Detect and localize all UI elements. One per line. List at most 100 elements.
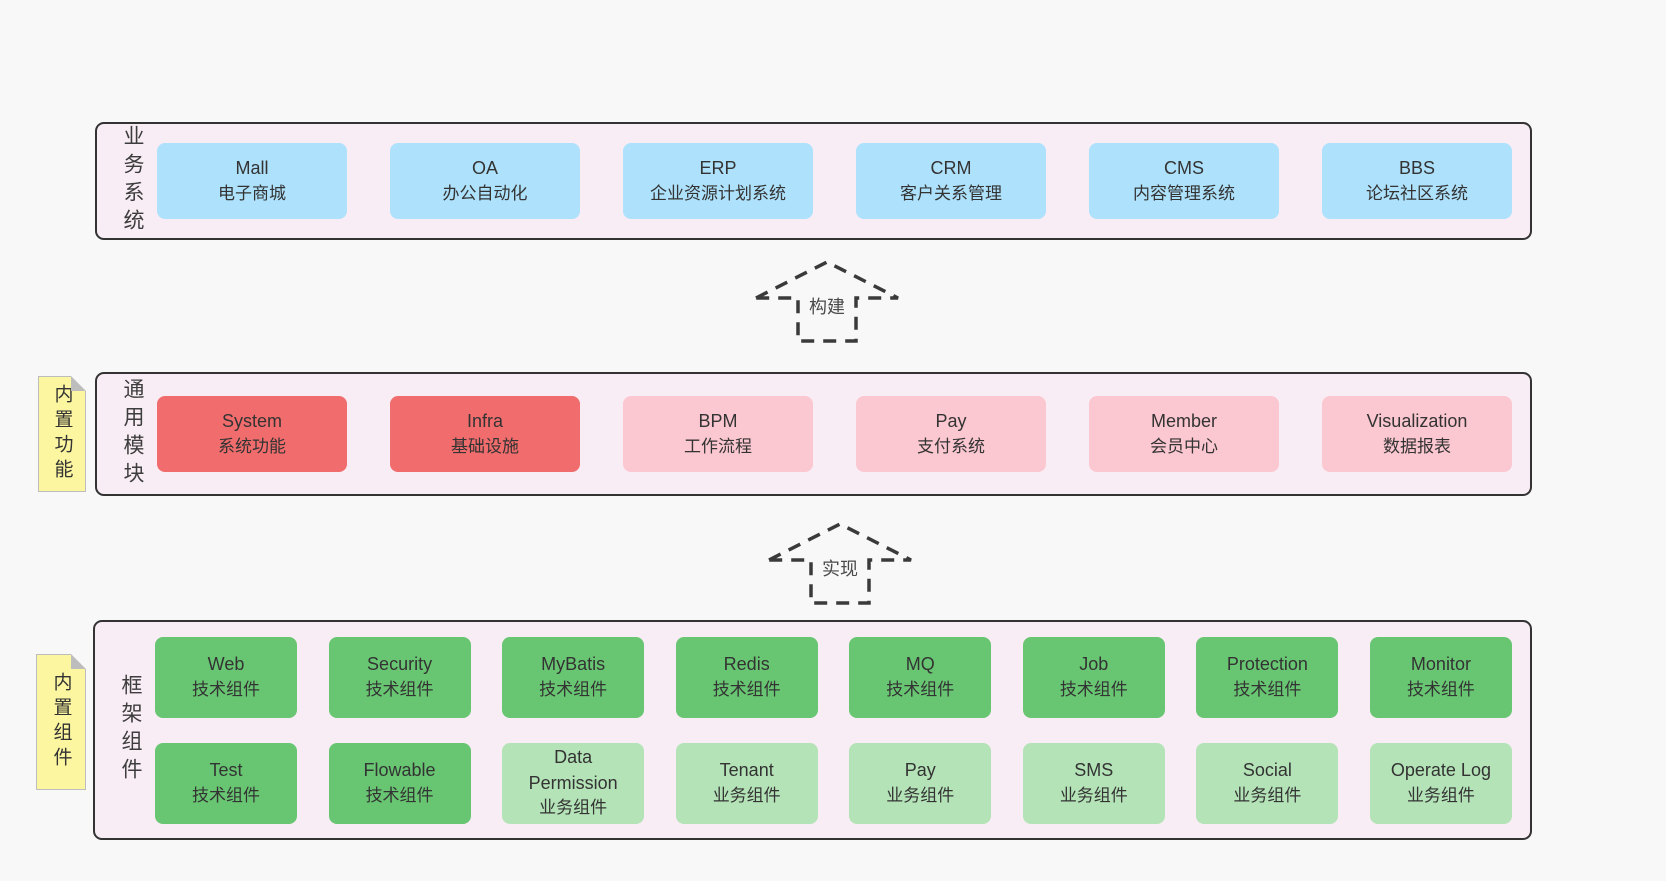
builtin-functions-label: 内置功能 [51,384,73,484]
box-pay: Pay 支付系统 [856,396,1046,472]
dashed-up-arrow-icon [755,260,899,343]
box-subtitle: 技术组件 [1406,679,1475,699]
box-title: BBS [1398,158,1436,179]
box-member: Member 会员中心 [1089,396,1279,472]
builtin-functions-sticky-note: 内置功能 [38,376,86,492]
box-cms: CMS 内容管理系统 [1089,143,1279,219]
box-monitor: Monitor 技术组件 [1369,636,1512,718]
box-title: BPM [698,411,738,432]
box-title: Member [1150,411,1217,432]
dashed-up-arrow-icon [768,522,912,605]
box-title: Infra [466,411,504,432]
box-subtitle: 技术组件 [365,679,434,699]
box-subtitle: 内容管理系统 [1133,183,1235,203]
box-subtitle: 系统功能 [218,436,286,456]
box-subtitle: 电子商城 [218,183,286,203]
box-mybatis: MyBatis 技术组件 [502,636,645,718]
box-subtitle: 业务组件 [539,798,608,818]
builtin-components-sticky-note: 内置组件 [36,654,86,790]
box-job: Job 技术组件 [1022,636,1165,718]
box-title: Data Permission [528,747,618,793]
box-title: CMS [1164,158,1204,179]
box-web: Web 技术组件 [155,636,297,718]
box-title: CRM [930,158,972,179]
box-title: System [221,411,282,432]
box-bpm: BPM 工作流程 [623,396,813,472]
box-subtitle: 业务组件 [712,785,781,805]
common-modules-container: 通用模块 System 系统功能 Infra 基础设施 BPM 工作流程 Pay 支付系统 Me… [95,372,1532,496]
framework-components-label: 框架组件 [119,674,142,786]
box-subtitle: 企业资源计划系统 [650,183,786,203]
box-oa: OA 办公自动化 [390,143,580,219]
implement-arrow-label: 实现 [817,554,863,582]
box-system: System 系统功能 [157,396,347,472]
box-subtitle: 会员中心 [1150,436,1218,456]
box-subtitle: 业务组件 [1233,785,1302,805]
box-visualization: Visualization 数据报表 [1322,396,1512,472]
build-arrow: 构建 [752,256,902,346]
box-title: Mall [235,158,269,179]
box-protection: Protection 技术组件 [1196,636,1339,718]
box-test: Test 技术组件 [155,742,297,824]
implement-arrow: 实现 [765,518,915,608]
box-mq: MQ 技术组件 [849,636,992,718]
box-title: Tenant [719,760,774,781]
common-modules-boxes: System 系统功能 Infra 基础设施 BPM 工作流程 Pay 支付系统 Member 会… [155,396,1530,472]
box-title: SMS [1074,760,1114,781]
box-pay: Pay 业务组件 [849,742,992,824]
box-title: Pay [904,760,936,781]
box-title: Visualization [1366,411,1468,432]
builtin-components-label: 内置组件 [50,672,72,772]
box-subtitle: 技术组件 [1233,679,1302,699]
box-subtitle: 客户关系管理 [900,183,1002,203]
business-systems-container: 业务系统 Mall 电子商城 OA 办公自动化 ERP 企业资源计划系统 CRM 客户关系管理… [95,122,1532,240]
box-data-permission: Data Permission 业务组件 [502,742,645,824]
box-subtitle: 技术组件 [192,785,260,805]
business-systems-boxes: Mall 电子商城 OA 办公自动化 ERP 企业资源计划系统 CRM 客户关系管理 CMS 内容… [155,143,1530,219]
box-title: Job [1079,654,1109,675]
box-title: MQ [905,654,935,675]
box-erp: ERP 企业资源计划系统 [623,143,813,219]
business-systems-label: 业务系统 [121,125,144,237]
box-subtitle: 技术组件 [886,679,955,699]
box-flowable: Flowable 技术组件 [328,742,471,824]
build-arrow-label: 构建 [804,292,850,320]
box-title: MyBatis [541,654,606,675]
box-tenant: Tenant 业务组件 [675,742,818,824]
box-title: Flowable [363,760,436,781]
box-title: OA [471,158,498,179]
box-title: Social [1242,760,1292,781]
box-title: Web [207,654,245,675]
box-subtitle: 支付系统 [917,436,985,456]
box-subtitle: 技术组件 [192,679,260,699]
box-subtitle: 业务组件 [1406,785,1475,805]
box-subtitle: 办公自动化 [442,183,528,203]
box-subtitle: 数据报表 [1383,436,1451,456]
box-subtitle: 业务组件 [886,785,955,805]
box-title: Security [367,654,433,675]
box-subtitle: 论坛社区系统 [1366,183,1468,203]
box-security: Security 技术组件 [328,636,471,718]
box-subtitle: 技术组件 [1059,679,1128,699]
box-bbs: BBS 论坛社区系统 [1322,143,1512,219]
box-title: ERP [699,158,737,179]
common-modules-label: 通用模块 [121,378,144,490]
box-title: Pay [935,411,967,432]
box-crm: CRM 客户关系管理 [856,143,1046,219]
box-subtitle: 工作流程 [684,436,752,456]
box-subtitle: 技术组件 [712,679,781,699]
box-title: Monitor [1410,654,1471,675]
box-title: Test [209,760,243,781]
box-subtitle: 业务组件 [1059,785,1128,805]
box-title: Protection [1226,654,1308,675]
box-subtitle: 技术组件 [365,785,434,805]
box-mall: Mall 电子商城 [157,143,347,219]
box-subtitle: 技术组件 [539,679,608,699]
box-subtitle: 基础设施 [451,436,519,456]
